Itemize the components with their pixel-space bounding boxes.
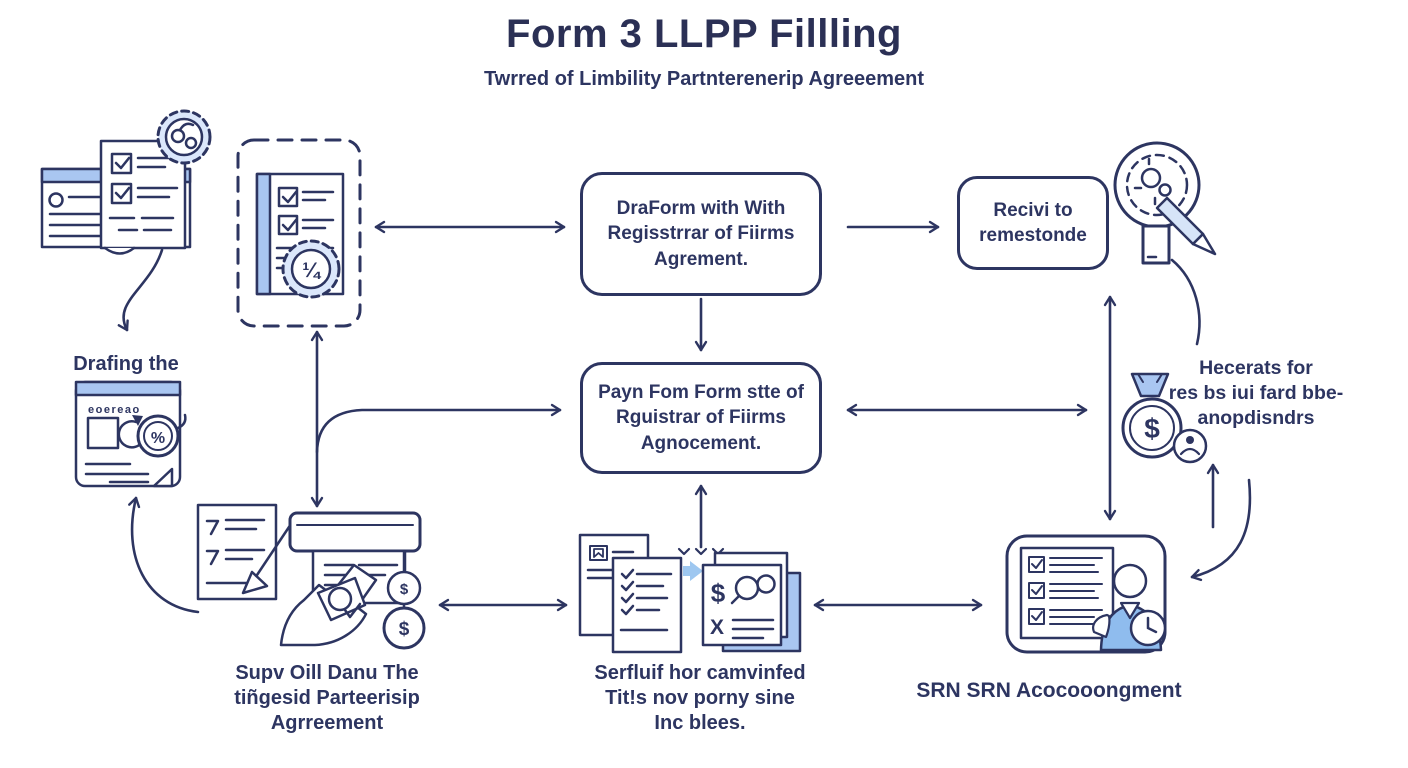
- agreement-checklist-icon: ¼: [236, 138, 362, 328]
- sign-caption-line: Agrreement: [270, 711, 384, 734]
- submit-caption-line: Tit!s nov porny sine: [605, 686, 795, 709]
- receive-box-line: Recivi to: [993, 199, 1073, 221]
- fraction-badge: ¼: [302, 259, 321, 282]
- magnifier-pencil-icon: [1113, 141, 1217, 265]
- drafting-document-icon: eoereao %: [74, 380, 187, 488]
- fees-note: Hecerats for res bs iui fard bbe- anopdi…: [1160, 356, 1352, 431]
- receive-box-line: remestonde: [979, 225, 1087, 246]
- dollar-glyph: $: [1144, 413, 1160, 444]
- page-subtitle: Twrred of Limbility Partnterenerip Agree…: [483, 68, 925, 90]
- sign-caption-line: Supv Oill Danu The: [235, 662, 419, 684]
- draft-box-line: Agrement.: [654, 248, 748, 270]
- fees-note-line: res bs iui fard bbe-: [1168, 381, 1344, 404]
- submit-caption-line: Inc blees.: [654, 711, 746, 734]
- pay-box-line: Rguistrar of Fiirms: [616, 407, 786, 429]
- submit-documents-icon: $ X: [578, 533, 802, 654]
- srn-acknowledgment-icon: [1005, 534, 1167, 654]
- fees-note-line: Hecerats for: [1199, 357, 1313, 379]
- srn-caption: SRN SRN Acocooongment: [916, 679, 1182, 702]
- card-dollar-glyph: $: [711, 578, 726, 608]
- fee-badge-small: $: [400, 581, 409, 598]
- draft-box-line: Regisstrrar of Fiirms: [607, 223, 795, 245]
- blue-arrow-icon: [683, 561, 703, 581]
- pay-box-line: Agnocement.: [640, 432, 762, 454]
- card-x-glyph: X: [710, 616, 724, 639]
- pay-box-line: Payn Fom Form stte of: [598, 381, 804, 403]
- pay-box: Payn Fom Form stte of Rguistrar of Fiirm…: [580, 362, 822, 474]
- draft-box: DraForm with With Regisstrrar of Fiirms …: [580, 172, 822, 296]
- receive-box: Recivi to remestonde: [957, 176, 1109, 270]
- sign-caption: Supv Oill Danu The tiñgesid Parteerisip …: [182, 661, 472, 735]
- sign-hand-icon: $ $: [196, 503, 426, 650]
- submit-caption: Serfluif hor camvinfed Tit!s nov porny s…: [550, 661, 850, 735]
- money-bag-icon: $: [1121, 372, 1208, 464]
- submit-caption-line: Serfluif hor camvinfed: [594, 662, 806, 684]
- fee-badge-large: $: [399, 619, 410, 640]
- page-title: Form 3 LLPP Fillling: [506, 12, 902, 56]
- drafting-label: Drafing the: [73, 353, 179, 375]
- documents-gear-icon: [40, 109, 212, 255]
- percent-badge: %: [151, 430, 165, 447]
- scribble-text: eoereao: [88, 404, 141, 416]
- sign-caption-line: tiñgesid Parteerisip: [234, 686, 420, 709]
- draft-box-line: DraForm with With: [616, 197, 786, 219]
- fees-note-line: anopdisndrs: [1197, 406, 1315, 429]
